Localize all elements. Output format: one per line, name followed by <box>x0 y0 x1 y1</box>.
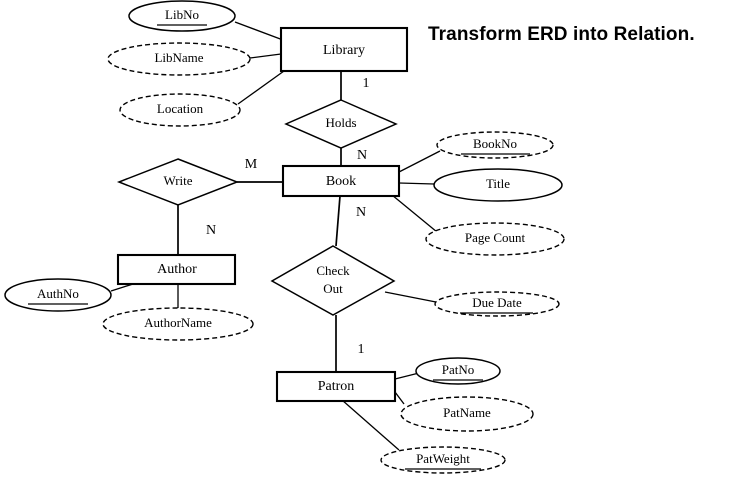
entity-author-box[interactable] <box>116 253 237 286</box>
link-author-authno <box>110 283 134 292</box>
attribute-patname[interactable]: PatName <box>400 396 534 432</box>
entity-library-box[interactable] <box>279 26 409 73</box>
entity-book-box[interactable] <box>281 164 401 198</box>
entity-patron-label: Patron <box>318 379 355 394</box>
entity-patron[interactable]: Patron <box>275 370 397 403</box>
attribute-libname-ellipse[interactable] <box>107 42 251 76</box>
link-library-libno <box>234 21 284 41</box>
cardinality-holds-book: N <box>357 148 367 163</box>
attribute-authno-ellipse[interactable] <box>4 278 112 312</box>
relationship-checkout-label-line2: Out <box>323 281 343 296</box>
attribute-patname-label: PatName <box>443 405 491 420</box>
attribute-duedate[interactable]: Due Date <box>434 291 560 317</box>
link-checkout-duedate <box>384 291 442 304</box>
cardinality-checkout-patron: 1 <box>358 342 365 357</box>
attribute-libno[interactable]: LibNo <box>128 0 236 32</box>
attribute-authorname[interactable]: AuthorName <box>102 307 254 341</box>
attribute-libno-label: LibNo <box>165 7 199 22</box>
relationship-holds-diamond[interactable] <box>284 99 398 149</box>
attribute-pagecount-label: Page Count <box>465 230 526 245</box>
attribute-pagecount-ellipse[interactable] <box>425 222 565 256</box>
attribute-authorname-label: AuthorName <box>144 315 212 330</box>
attribute-location-ellipse[interactable] <box>119 93 241 127</box>
attribute-bookno-ellipse[interactable] <box>436 131 554 159</box>
link-library-libname <box>249 53 282 59</box>
attributes: LibNo LibName Location BookNo Title <box>4 0 565 474</box>
attribute-title-ellipse[interactable] <box>433 168 563 202</box>
attribute-patno[interactable]: PatNo <box>415 357 501 385</box>
link-patron-patweight <box>341 399 400 451</box>
relationship-checkout[interactable]: Check Out <box>270 245 396 316</box>
entity-library[interactable]: Library <box>279 26 409 73</box>
attribute-bookno[interactable]: BookNo <box>436 131 554 159</box>
link-patron-patname <box>394 391 405 405</box>
attribute-bookno-label: BookNo <box>473 136 517 151</box>
attribute-location-label: Location <box>157 101 204 116</box>
entity-library-label: Library <box>323 43 365 58</box>
entity-author-label: Author <box>157 262 197 277</box>
relationship-write-diamond[interactable] <box>116 158 240 206</box>
attribute-patweight-ellipse[interactable] <box>380 446 506 474</box>
attribute-libname-label: LibName <box>154 50 203 65</box>
attribute-authno[interactable]: AuthNo <box>4 278 112 312</box>
connector-lines <box>110 21 442 451</box>
page-title: Transform ERD into Relation. <box>428 24 695 45</box>
entity-book-label: Book <box>326 174 356 189</box>
cardinality-write-author: N <box>206 223 216 238</box>
relationship-checkout-diamond[interactable] <box>270 245 396 316</box>
entities: Library Book Author Patron <box>116 26 409 403</box>
cardinality-labels: 1 N M N N 1 <box>206 76 370 357</box>
attribute-duedate-ellipse[interactable] <box>434 291 560 317</box>
attribute-authorname-ellipse[interactable] <box>102 307 254 341</box>
relationship-write-label: Write <box>163 173 192 188</box>
relationship-write[interactable]: Write <box>116 158 240 206</box>
relationships: Holds Write Check Out <box>116 99 398 316</box>
link-library-location <box>237 70 285 105</box>
attribute-libno-ellipse[interactable] <box>128 0 236 32</box>
attribute-patweight[interactable]: PatWeight <box>380 446 506 474</box>
attribute-duedate-label: Due Date <box>472 295 522 310</box>
link-book-checkout <box>335 195 341 247</box>
entity-author[interactable]: Author <box>116 253 237 286</box>
link-book-title <box>398 182 435 185</box>
link-patron-patno <box>394 372 420 380</box>
entity-book[interactable]: Book <box>281 164 401 198</box>
attribute-title-label: Title <box>486 176 510 191</box>
relationship-holds[interactable]: Holds <box>284 99 398 149</box>
cardinality-library-holds: 1 <box>363 76 370 91</box>
relationship-checkout-label-line1: Check <box>316 263 350 278</box>
attribute-patno-label: PatNo <box>442 362 475 377</box>
link-book-bookno <box>398 150 441 173</box>
attribute-libname[interactable]: LibName <box>107 42 251 76</box>
relationship-holds-label: Holds <box>325 115 356 130</box>
attribute-patno-ellipse[interactable] <box>415 357 501 385</box>
cardinality-write-book: M <box>245 157 258 172</box>
link-book-pagecount <box>391 194 438 233</box>
attribute-patweight-label: PatWeight <box>416 451 470 466</box>
attribute-patname-ellipse[interactable] <box>400 396 534 432</box>
attribute-location[interactable]: Location <box>119 93 241 127</box>
attribute-pagecount[interactable]: Page Count <box>425 222 565 256</box>
attribute-title[interactable]: Title <box>433 168 563 202</box>
attribute-authno-label: AuthNo <box>37 286 79 301</box>
cardinality-book-checkout: N <box>356 205 366 220</box>
entity-patron-box[interactable] <box>275 370 397 403</box>
